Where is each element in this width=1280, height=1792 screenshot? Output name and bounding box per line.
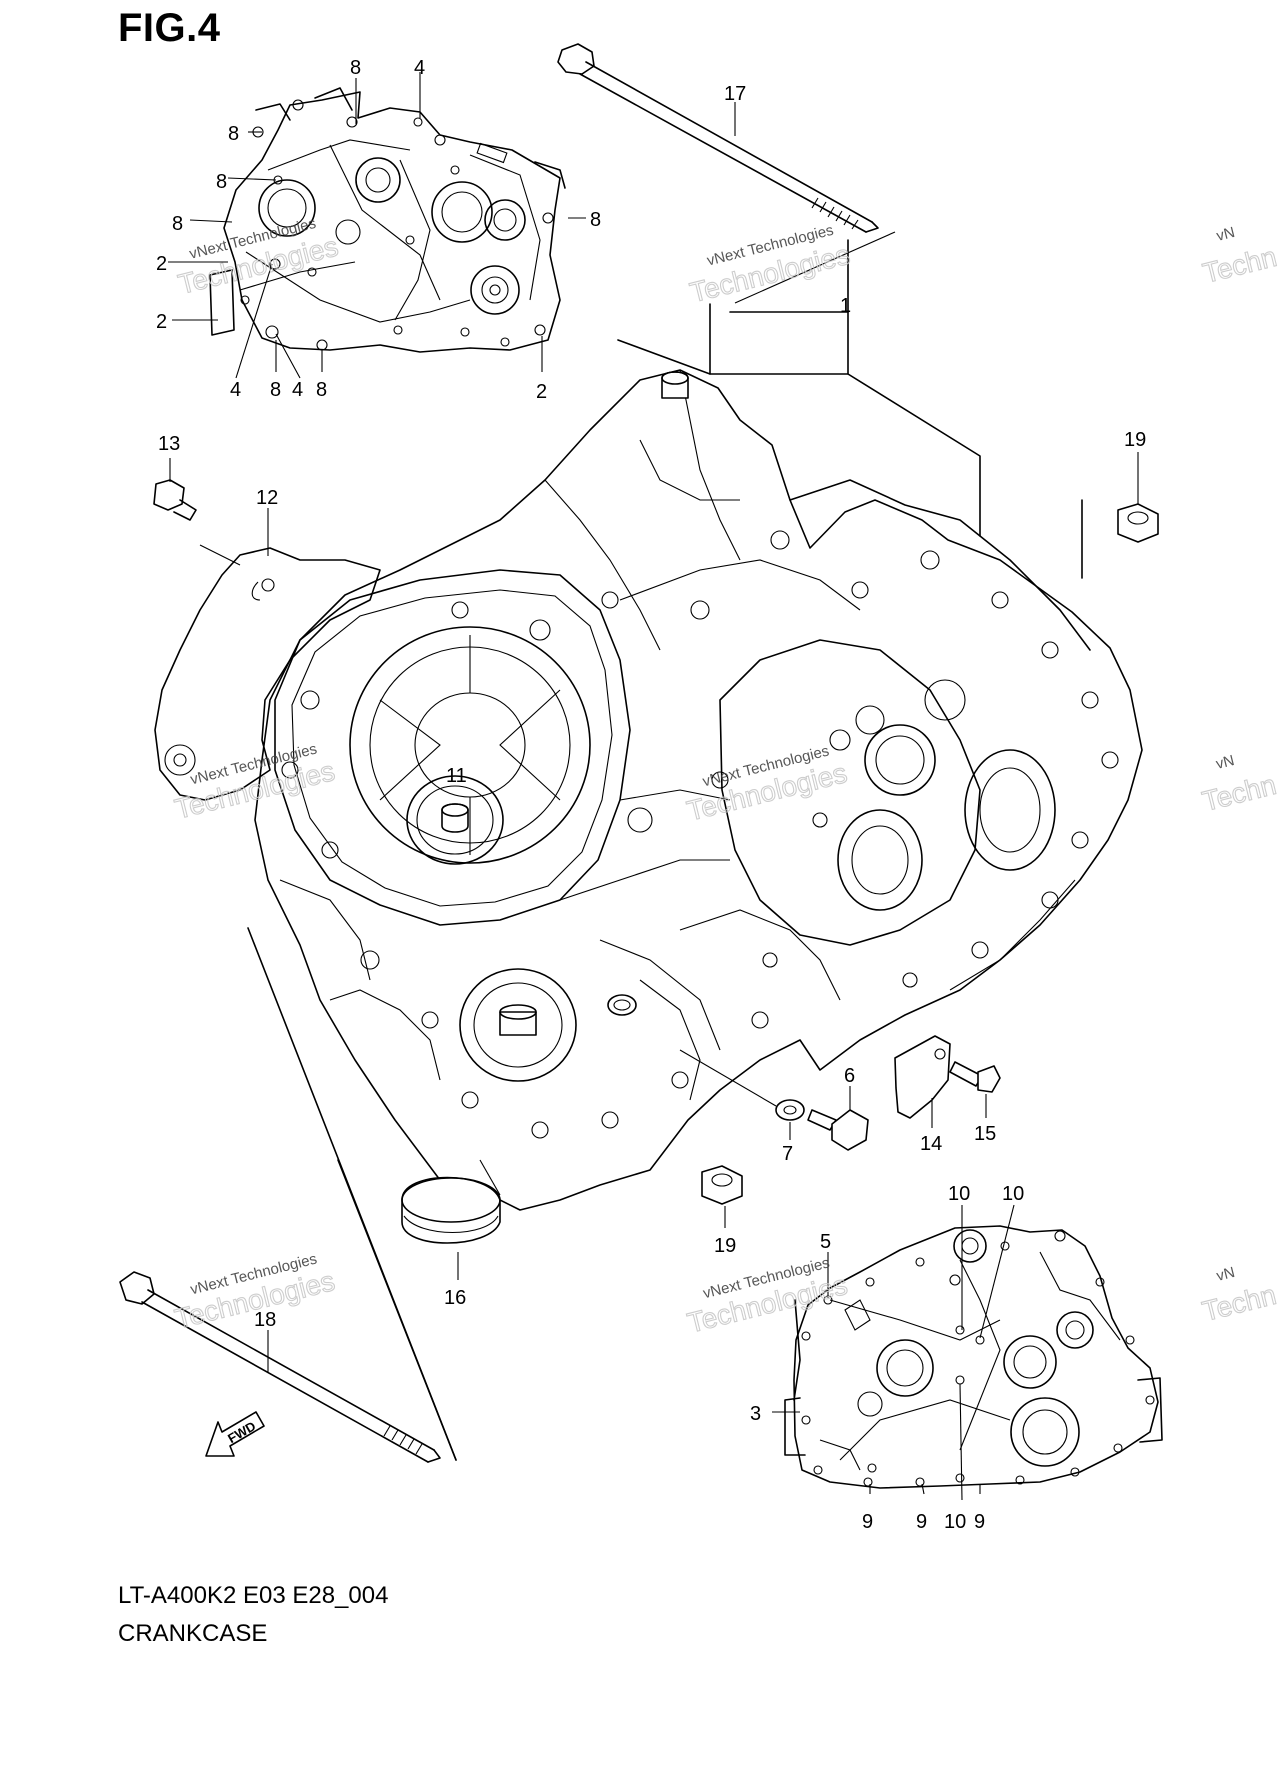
callout-labels: 8 4 8 8 8 8 2 2 4 8 4 8 2 17 1 13 12 19 …: [156, 57, 1146, 1533]
callout-7: 7: [782, 1143, 793, 1165]
watermark-text-edge: vN: [1215, 1264, 1237, 1285]
long-bolt-upper: [557, 43, 879, 233]
callout-15: 15: [974, 1123, 996, 1145]
callout-13: 13: [158, 433, 180, 455]
section-name: CRANKCASE: [118, 1620, 268, 1647]
fwd-arrow: FWD: [205, 1411, 265, 1457]
watermark-text-edge: vN: [1215, 224, 1237, 245]
fwd-label: FWD: [225, 1418, 258, 1446]
callout-4: 4: [414, 57, 425, 79]
callout-18: 18: [254, 1309, 276, 1331]
callout-14: 14: [920, 1133, 942, 1155]
callout-11: 11: [446, 765, 467, 787]
callout-8: 8: [172, 213, 183, 235]
callout-8: 8: [350, 57, 361, 79]
callout-8: 8: [590, 209, 601, 231]
watermark-outline-edge: Techn: [1199, 769, 1279, 817]
bolt-15: [949, 1061, 1001, 1118]
oil-filter-cap-16: [401, 1159, 501, 1280]
callout-16: 16: [444, 1287, 466, 1309]
nut-19-lower: [701, 1165, 743, 1228]
callout-6: 6: [844, 1065, 855, 1087]
inset-left-crankcase-half: [168, 72, 586, 379]
callout-1: 1: [840, 295, 851, 317]
callout-2: 2: [156, 311, 167, 333]
bolt-13: [153, 458, 269, 566]
bracket-14: [894, 1035, 951, 1128]
callout-8: 8: [316, 379, 327, 401]
callout-12: 12: [256, 487, 278, 509]
callout-bracket-assembly: [617, 231, 981, 537]
bolt-6: [807, 1086, 869, 1151]
callout-10: 10: [944, 1511, 966, 1533]
watermark-text-edge: vN: [1214, 752, 1236, 773]
watermark-outline-edge: Techn: [1199, 1279, 1279, 1327]
callout-9: 9: [974, 1511, 985, 1533]
callout-2: 2: [536, 381, 547, 403]
callout-10: 10: [948, 1183, 970, 1205]
callout-19: 19: [1124, 429, 1146, 451]
callout-4: 4: [230, 379, 241, 401]
crankcase-assembly: [254, 369, 1143, 1211]
callout-8: 8: [216, 171, 227, 193]
callout-8: 8: [270, 379, 281, 401]
inset-right-crankcase-half: [772, 1204, 1163, 1501]
gasket-12: [154, 547, 381, 801]
callout-17: 17: [724, 83, 746, 105]
callout-8: 8: [228, 123, 239, 145]
callout-10: 10: [1002, 1183, 1024, 1205]
washer-7: [679, 1049, 805, 1140]
callout-9: 9: [916, 1511, 927, 1533]
callout-19: 19: [714, 1235, 736, 1257]
watermark-outline-edge: Techn: [1200, 241, 1280, 289]
callout-2: 2: [156, 253, 167, 275]
nut-19-upper: [1081, 452, 1159, 579]
long-bolt-lower: [119, 927, 457, 1463]
callout-4: 4: [292, 379, 303, 401]
callout-9: 9: [862, 1511, 873, 1533]
callout-3: 3: [750, 1403, 761, 1425]
figure-title: FIG.4: [118, 6, 221, 50]
model-code: LT-A400K2 E03 E28_004: [118, 1582, 389, 1609]
callout-5: 5: [820, 1231, 831, 1253]
